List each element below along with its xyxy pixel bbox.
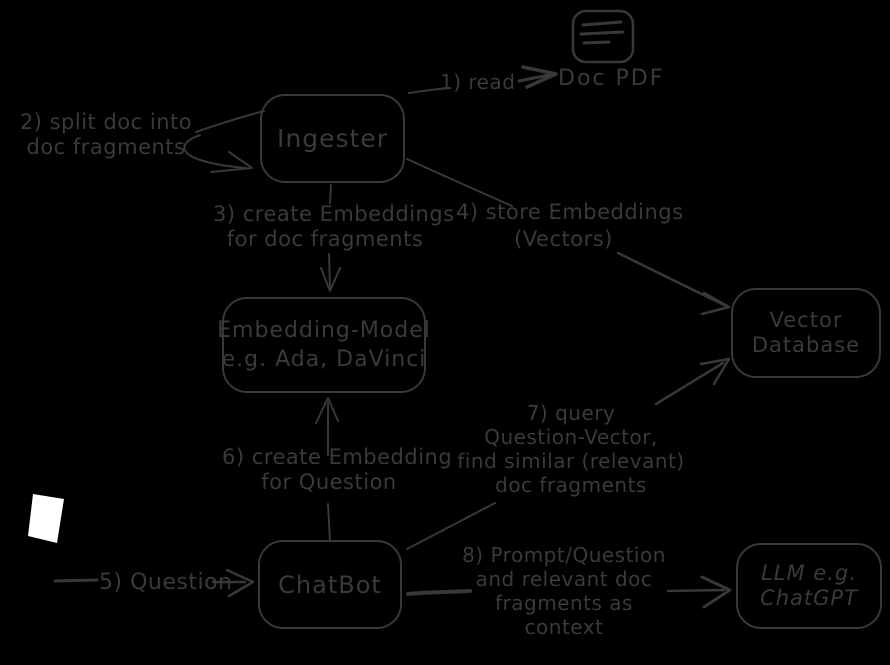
vector-database-box	[731, 288, 881, 378]
arrow-read	[408, 65, 558, 94]
embedding-model-box	[222, 297, 426, 393]
chatbot-box	[258, 540, 402, 629]
arrow-prompt	[406, 575, 732, 609]
llm-box	[736, 543, 882, 629]
arrow-create-question-embedding	[315, 397, 339, 542]
ingester-box	[260, 94, 405, 183]
arrow-create-embeddings	[320, 184, 341, 292]
white-paper-shape	[28, 494, 64, 543]
arrow-query-vector	[406, 357, 731, 550]
arrow-split-doc	[183, 110, 265, 173]
arrow-store-embeddings	[406, 158, 731, 316]
arrow-question	[53, 568, 255, 598]
document-icon	[571, 9, 635, 64]
